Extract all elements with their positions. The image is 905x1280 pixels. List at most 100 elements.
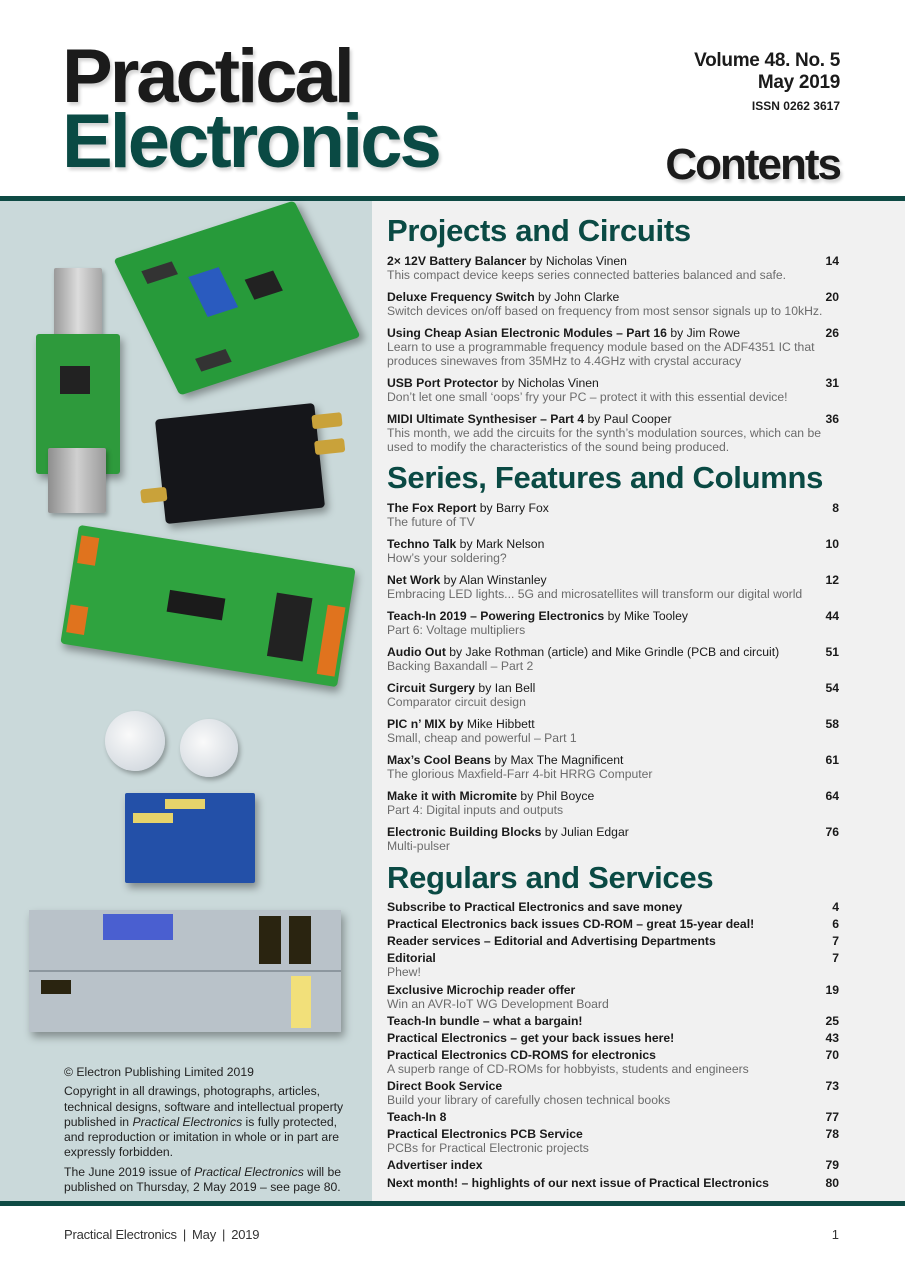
entry-title: Direct Book Service: [387, 1079, 503, 1093]
entry-page-number: 8: [832, 501, 839, 515]
contents-entry[interactable]: Audio Out by Jake Rothman (article) and …: [387, 645, 839, 673]
entry-page-number: 44: [825, 609, 839, 623]
entry-page-number: 51: [825, 645, 839, 659]
contents-entry[interactable]: Practical Electronics CD-ROMS for electr…: [387, 1048, 839, 1076]
entry-author: by Paul Cooper: [584, 412, 672, 426]
entry-page-number: 80: [825, 1176, 839, 1190]
entry-page-number: 76: [825, 825, 839, 839]
entry-page-number: 58: [825, 717, 839, 731]
entry-author: by Jake Rothman (article) and Mike Grind…: [445, 645, 780, 659]
contents-entry[interactable]: Using Cheap Asian Electronic Modules – P…: [387, 326, 839, 368]
entry-description: The future of TV: [387, 515, 475, 529]
entry-author: by Mark Nelson: [456, 537, 545, 551]
volume-number: Volume 48. No. 5: [694, 50, 840, 71]
contents-entry[interactable]: MIDI Ultimate Synthesiser – Part 4 by Pa…: [387, 412, 839, 454]
entry-author: by Jim Rowe: [666, 326, 741, 340]
entry-title: PIC n’ MIX by: [387, 717, 464, 731]
entry-author: by Max The Magnificent: [490, 753, 624, 767]
page-number: 1: [831, 1227, 839, 1242]
entry-title: Teach-In 2019 – Powering Electronics: [387, 609, 605, 623]
entry-title: Practical Electronics back issues CD-ROM…: [387, 917, 755, 931]
entry-description: A superb range of CD-ROMs for hobbyists,…: [387, 1062, 749, 1076]
entry-page-number: 54: [825, 681, 839, 695]
battery-balancer-pcb-photo: [113, 200, 361, 396]
entry-title: The Fox Report: [387, 501, 477, 515]
issue-date: May 2019: [757, 72, 840, 93]
magazine-logo: Practical Electronics: [62, 34, 442, 185]
entry-page-number: 20: [825, 290, 839, 304]
entry-author: by Nicholas Vinen: [526, 254, 627, 268]
entry-title: Net Work: [387, 573, 441, 587]
entry-description: Part 6: Voltage multipliers: [387, 623, 526, 637]
masthead: Practical Electronics Volume 48. No. 5 M…: [0, 0, 905, 196]
top-divider: [0, 196, 905, 201]
usb-port-protector-photo: [36, 268, 120, 513]
entry-title: Next month! – highlights of our next iss…: [387, 1176, 769, 1190]
page-title: Contents: [665, 140, 842, 189]
entry-title: Practical Electronics PCB Service: [387, 1127, 583, 1141]
entry-description: Backing Baxandall – Part 2: [387, 659, 534, 673]
entry-title: USB Port Protector: [387, 376, 499, 390]
entry-description: Comparator circuit design: [387, 695, 526, 709]
contents-entry[interactable]: Teach-In 8 77: [387, 1110, 839, 1124]
contents-entry[interactable]: 2× 12V Battery Balancer by Nicholas Vine…: [387, 254, 839, 282]
contents-entry[interactable]: Next month! – highlights of our next iss…: [387, 1176, 839, 1190]
logo-line-1: Practical: [62, 34, 355, 119]
entry-page-number: 64: [825, 789, 839, 803]
entry-title: Deluxe Frequency Switch: [387, 290, 535, 304]
contents-entry[interactable]: Teach-In bundle – what a bargain!25: [387, 1014, 839, 1028]
entry-page-number: 6: [832, 917, 839, 931]
entry-author: by Ian Bell: [475, 681, 536, 695]
entry-description: This compact device keeps series connect…: [387, 268, 787, 282]
entry-author: by Nicholas Vinen: [498, 376, 599, 390]
issue-info: Volume 48. No. 5 May 2019 ISSN 0262 3617: [694, 50, 840, 116]
entry-title: Teach-In 8: [387, 1110, 447, 1124]
contents-entry[interactable]: Reader services – Editorial and Advertis…: [387, 934, 839, 948]
entry-page-number: 26: [825, 326, 839, 340]
entry-description: How’s your soldering?: [387, 551, 507, 565]
entry-page-number: 77: [825, 1110, 839, 1124]
page-footer: Practical Electronics|May|2019: [64, 1227, 260, 1242]
entry-title: Electronic Building Blocks: [387, 825, 542, 839]
entry-author: Mike Hibbett: [463, 717, 535, 731]
contents-entry[interactable]: Subscribe to Practical Electronics and s…: [387, 900, 839, 914]
copyright-paragraph: Copyright in all drawings, photographs, …: [64, 1084, 344, 1160]
entry-author: by Julian Edgar: [541, 825, 629, 839]
copyright-notice: © Electron Publishing Limited 2019 Copyr…: [64, 1065, 354, 1199]
contents-entry[interactable]: Practical Electronics back issues CD-ROM…: [387, 917, 839, 931]
entry-title: Circuit Surgery: [387, 681, 476, 695]
entry-page-number: 4: [832, 900, 839, 914]
entry-page-number: 43: [825, 1031, 839, 1045]
audio-out-pot-board-photo: [75, 711, 255, 891]
entry-author: by Phil Boyce: [517, 789, 595, 803]
entry-page-number: 31: [825, 376, 839, 390]
contents-entry[interactable]: Teach-In 2019 – Powering Electronics by …: [387, 609, 839, 637]
entry-page-number: 19: [825, 983, 839, 997]
contents-entry[interactable]: Practical Electronics – get your back is…: [387, 1031, 839, 1045]
entry-page-number: 12: [825, 573, 839, 587]
entry-description: Don’t let one small ‘oops’ fry your PC –…: [387, 390, 788, 404]
footer-year: 2019: [231, 1227, 260, 1242]
entry-page-number: 10: [825, 537, 839, 551]
contents-entry[interactable]: Electronic Building Blocks by Julian Edg…: [387, 825, 839, 853]
hrrg-computer-panel-photo: [29, 910, 341, 1032]
entry-author: by Mike Tooley: [604, 609, 688, 623]
footer-publication: Practical Electronics: [64, 1227, 177, 1242]
entry-page-number: 78: [825, 1127, 839, 1141]
logo-line-2: Electronics: [62, 99, 442, 185]
section-heading-series: Series, Features and Columns: [387, 460, 824, 495]
